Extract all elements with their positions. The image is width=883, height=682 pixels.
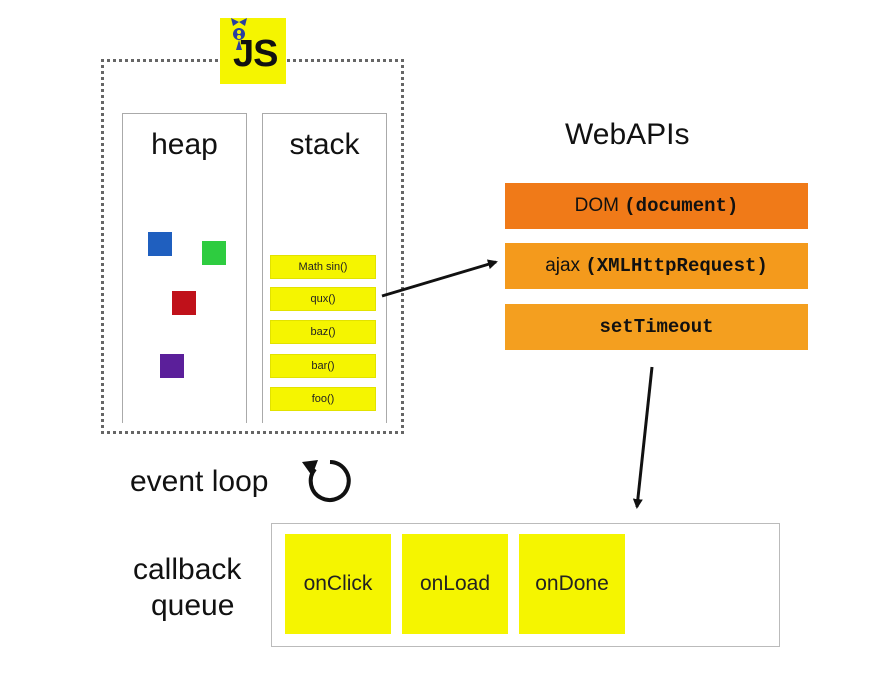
stack-title: stack <box>289 128 360 161</box>
callback-queue-label-line2: queue <box>151 589 235 622</box>
callback-item: onDone <box>519 534 625 634</box>
heap-object-purple <box>160 354 184 378</box>
heap-object-blue <box>148 232 172 256</box>
heap-object-red <box>172 291 196 315</box>
stack-frame: baz() <box>270 320 376 344</box>
stack-frame: Math sin() <box>270 255 376 279</box>
stack-frame: foo() <box>270 387 376 411</box>
js-logo-text: JS <box>233 33 278 75</box>
callback-queue-label: callback queue <box>133 552 241 624</box>
stack-to-webapi-arrow <box>381 259 498 298</box>
webapi-dom-prefix: DOM <box>574 195 619 216</box>
webapis-title: WebAPIs <box>565 118 690 151</box>
webapi-ajax: ajax (XMLHttpRequest) <box>505 243 808 289</box>
stack-frame: bar() <box>270 354 376 378</box>
webapi-settimeout: setTimeout <box>505 304 808 350</box>
heap-object-green <box>202 241 226 265</box>
bug-logo-icon <box>231 18 247 50</box>
event-loop-icon <box>302 460 351 502</box>
callback-item: onLoad <box>402 534 508 634</box>
js-logo <box>220 18 286 84</box>
callback-item: onClick <box>285 534 391 634</box>
webapi-to-queue-arrow <box>632 366 654 509</box>
heap-panel <box>122 113 247 423</box>
heap-title: heap <box>151 128 218 161</box>
webapi-dom: DOM (document) <box>505 183 808 229</box>
event-loop-label: event loop <box>130 465 269 498</box>
stack-frame: qux() <box>270 287 376 311</box>
callback-queue-label-line1: callback <box>133 553 242 586</box>
callback-queue-box <box>271 523 780 647</box>
webapi-settimeout-code: setTimeout <box>599 316 714 338</box>
webapi-ajax-prefix: ajax <box>545 255 581 276</box>
webapi-ajax-code: (XMLHttpRequest) <box>585 255 768 277</box>
webapi-dom-code: (document) <box>624 195 739 217</box>
